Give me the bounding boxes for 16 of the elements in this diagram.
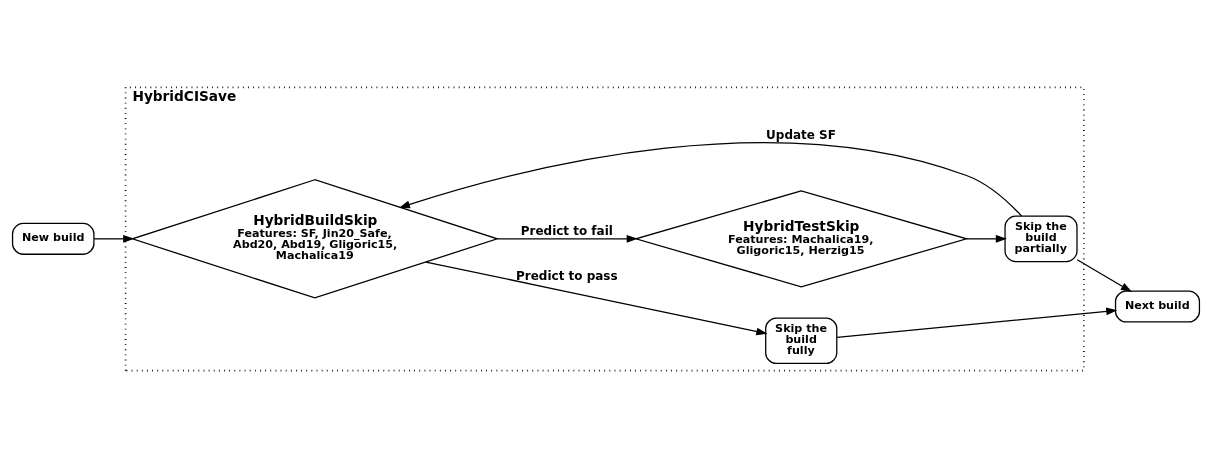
node-diamond: HybridTestSkip Features: Machalica19, Gligoric15, Herzig15 bbox=[633, 190, 969, 288]
arrow bbox=[496, 234, 638, 243]
node-box: Next build bbox=[1114, 290, 1201, 323]
node-diamond: HybridBuildSkip Features: SF, Jin20_Safe, Abd20, Abd19, Gligoric15, Machalica19 bbox=[130, 179, 500, 299]
arrow bbox=[966, 234, 1007, 243]
node-box: Skip the build partially bbox=[1004, 215, 1078, 263]
edge-label: Update SF bbox=[766, 127, 836, 142]
edge-label: Predict to pass bbox=[516, 269, 618, 284]
arrow bbox=[425, 261, 768, 336]
edge-label: Predict to fail bbox=[520, 223, 613, 238]
node-box: New build bbox=[11, 222, 95, 255]
arrow bbox=[1076, 259, 1132, 292]
arrow bbox=[398, 142, 1023, 217]
arrow bbox=[93, 234, 135, 243]
node-box: Skip the build fully bbox=[765, 317, 838, 365]
arrow bbox=[836, 307, 1118, 338]
